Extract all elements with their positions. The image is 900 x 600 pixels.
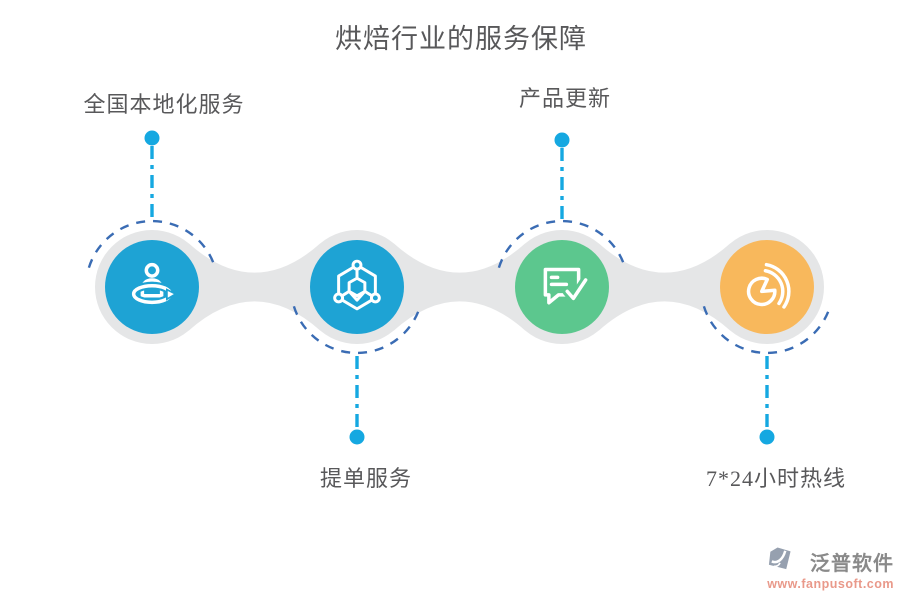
pointer-dot bbox=[759, 429, 775, 445]
node-label-product-updates: 产品更新 bbox=[518, 86, 612, 111]
connector bbox=[598, 243, 731, 331]
connector bbox=[393, 243, 526, 331]
node-circle bbox=[720, 240, 814, 334]
node-label-nationwide-localized-service: 全国本地化服务 bbox=[83, 92, 245, 117]
watermark-url: www.fanpusoft.com bbox=[767, 577, 894, 591]
pointer-dot bbox=[554, 132, 570, 148]
node-nationwide-localized-service bbox=[87, 130, 217, 344]
watermark: 泛普软件 www.fanpusoft.com bbox=[767, 547, 894, 591]
node-product-updates bbox=[497, 132, 627, 344]
node-lading-bill-service bbox=[292, 230, 422, 445]
connector bbox=[188, 243, 321, 331]
dashed-arc bbox=[292, 305, 422, 355]
node-connectors bbox=[188, 243, 731, 331]
node-label-lading-bill-service: 提单服务 bbox=[319, 466, 413, 491]
node-hotline bbox=[702, 230, 832, 445]
hexagon-network-icon bbox=[333, 259, 381, 311]
dashed-arc bbox=[702, 305, 832, 355]
dashed-arc bbox=[87, 219, 217, 269]
watermark-brand: 泛普软件 bbox=[810, 553, 894, 575]
pointer-dot bbox=[144, 130, 160, 146]
fanpu-logo-icon bbox=[769, 547, 791, 570]
node-circle bbox=[515, 240, 609, 334]
pointer-dot bbox=[349, 429, 365, 445]
diagram-title: 烘焙行业的服务保障 bbox=[335, 24, 587, 54]
dashed-arc bbox=[497, 219, 627, 269]
node-label-hotline: 7*24小时热线 bbox=[705, 466, 847, 491]
person-orbit-icon bbox=[129, 262, 178, 307]
chat-check-icon bbox=[543, 267, 591, 305]
pie-arcs-icon bbox=[746, 262, 791, 309]
node-circle bbox=[310, 240, 404, 334]
